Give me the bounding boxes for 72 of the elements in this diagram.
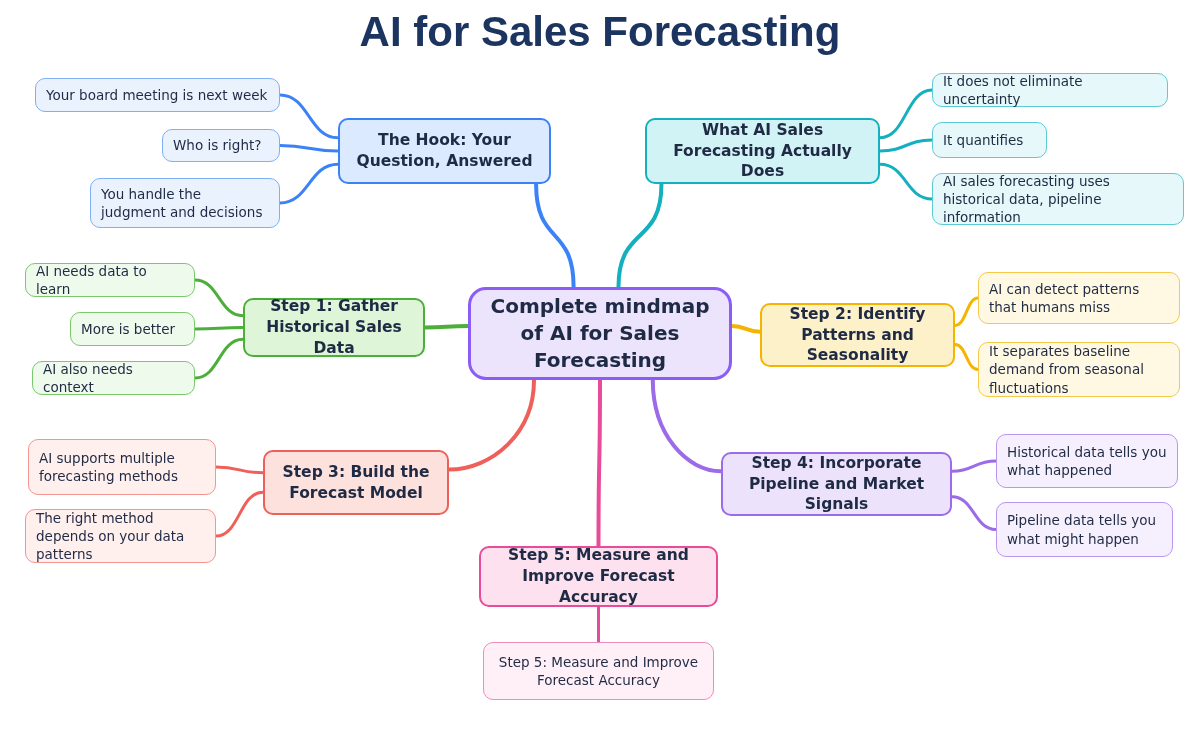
connector-line <box>423 324 470 330</box>
subtopic-box <box>28 439 216 495</box>
branch-topic-box <box>760 303 955 367</box>
subtopic-box <box>162 129 280 162</box>
branch-topic-box <box>721 452 952 516</box>
subtopic-box <box>932 73 1168 107</box>
subtopic-box <box>32 361 195 395</box>
branch-topic-box <box>645 118 880 184</box>
subtopic-text: AI sales forecasting uses historical data, pipeline information <box>943 171 1111 227</box>
branch-topic-box <box>479 546 718 607</box>
subtopic-text: It quantifies <box>943 130 1024 150</box>
diagram-title: AI for Sales Forecasting <box>358 8 842 56</box>
subtopic-text: Your board meeting is next week <box>46 85 268 105</box>
connector-line <box>278 93 340 140</box>
subtopic-text: The right method depends on your data patterns <box>36 508 186 564</box>
topic-text: What AI Sales Forecasting Actually Does <box>672 119 853 183</box>
topic-text: Complete mindmap of AI for Sales Forecasting <box>489 293 711 374</box>
subtopic-text: AI also needs context <box>43 359 134 397</box>
connector-line <box>878 162 934 201</box>
connector-line <box>596 378 602 548</box>
connector-line <box>597 605 600 644</box>
subtopic-text: AI needs data to learn <box>36 261 148 299</box>
subtopic-box <box>978 342 1180 397</box>
connector-line <box>278 144 340 153</box>
topic-text: Step 3: Build the Forecast Model <box>281 461 431 504</box>
connector-line <box>447 378 536 472</box>
subtopic-text: Historical data tells you what happened <box>1007 442 1167 480</box>
connector-line <box>214 490 265 538</box>
branch-topic-box <box>263 450 449 515</box>
subtopic-box <box>483 642 714 700</box>
subtopic-text: Step 5: Measure and Improve Forecast Accuracy <box>497 652 700 690</box>
connector-line <box>953 296 980 327</box>
subtopic-box <box>35 78 280 112</box>
connector-line <box>193 337 245 380</box>
subtopic-box <box>90 178 280 228</box>
subtopic-box <box>25 509 216 563</box>
topic-text: The Hook: Your Question, Answered <box>355 130 534 172</box>
subtopic-text: Pipeline data tells you what might happen <box>1007 511 1158 548</box>
central-topic-box <box>468 287 732 380</box>
topic-text: Step 5: Measure and Improve Forecast Accuracy <box>507 545 690 608</box>
subtopic-box <box>25 263 195 297</box>
subtopic-text: AI can detect patterns that humans miss <box>989 279 1141 317</box>
connector-line <box>214 465 265 475</box>
connector-line <box>193 326 245 331</box>
subtopic-box <box>932 173 1184 225</box>
connector-line <box>278 162 340 205</box>
topic-text: Step 4: Incorporate Pipeline and Market Signals <box>747 452 926 516</box>
connector-line <box>193 278 245 318</box>
subtopic-box <box>996 502 1173 557</box>
connector-line <box>878 88 934 140</box>
subtopic-box <box>978 272 1180 324</box>
connector-line <box>878 138 934 153</box>
connector-line <box>953 343 980 371</box>
connector-line <box>534 182 576 289</box>
subtopic-text: It separates baseline demand from seasonal fluctuations <box>989 342 1145 397</box>
subtopic-text: Who is right? <box>173 136 262 155</box>
connector-line <box>950 495 998 531</box>
subtopic-text: It does not eliminate uncertainty <box>943 71 1084 109</box>
subtopic-text: You handle the judgment and decisions <box>101 184 264 222</box>
branch-topic-box <box>243 298 425 357</box>
topic-text: Step 1: Gather Historical Sales Data <box>265 296 403 359</box>
topic-text: Step 2: Identify Patterns and Seasonality <box>788 303 927 367</box>
subtopic-box <box>996 434 1178 488</box>
subtopic-box <box>70 312 195 346</box>
connector-line <box>650 378 723 474</box>
subtopic-text: AI supports multiple forecasting methods <box>39 448 179 486</box>
connector-line <box>730 324 762 334</box>
branch-topic-box <box>338 118 551 184</box>
connector-line <box>616 182 664 289</box>
subtopic-text: More is better <box>81 319 176 339</box>
connector-line <box>950 459 998 473</box>
subtopic-box <box>932 122 1047 158</box>
